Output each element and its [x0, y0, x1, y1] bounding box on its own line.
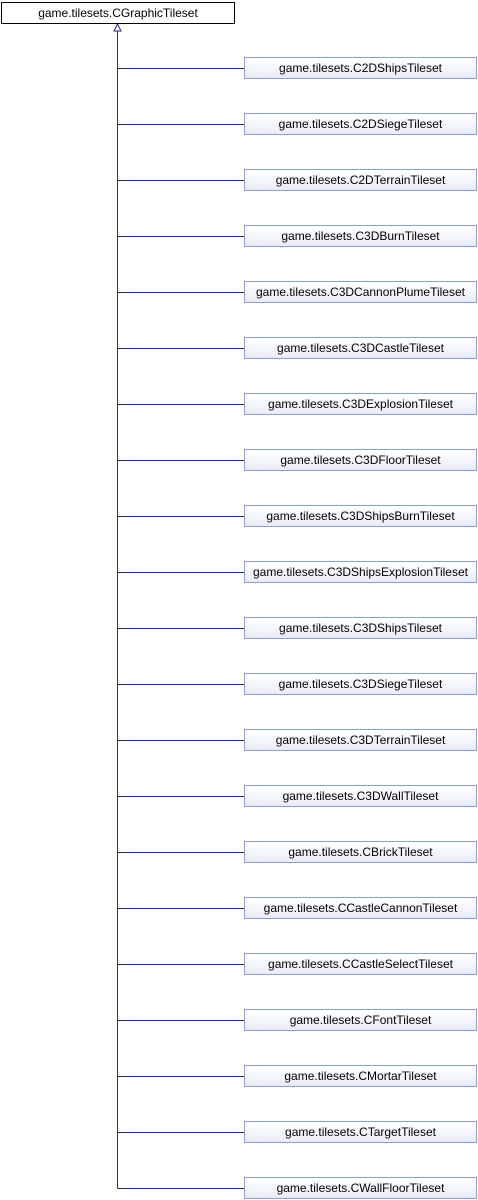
base-class-node[interactable]: game.tilesets.CGraphicTileset: [1, 2, 235, 24]
subclass-node[interactable]: game.tilesets.C3DShipsBurnTileset: [244, 505, 477, 527]
subclass-node[interactable]: game.tilesets.CTargetTileset: [244, 1121, 477, 1143]
subclass-node[interactable]: game.tilesets.C3DCastleTileset: [244, 337, 477, 359]
subclass-node[interactable]: game.tilesets.C2DTerrainTileset: [244, 169, 477, 191]
subclass-node[interactable]: game.tilesets.CCastleCannonTileset: [244, 897, 477, 919]
subclass-node[interactable]: game.tilesets.C3DShipsExplosionTileset: [244, 561, 477, 583]
subclass-node[interactable]: game.tilesets.C3DSiegeTileset: [244, 673, 477, 695]
subclass-node[interactable]: game.tilesets.C3DTerrainTileset: [244, 729, 477, 751]
subclass-node[interactable]: game.tilesets.C3DExplosionTileset: [244, 393, 477, 415]
subclass-node[interactable]: game.tilesets.C3DWallTileset: [244, 785, 477, 807]
subclass-node[interactable]: game.tilesets.C3DFloorTileset: [244, 449, 477, 471]
subclass-node[interactable]: game.tilesets.C3DCannonPlumeTileset: [244, 281, 477, 303]
subclass-node[interactable]: game.tilesets.CFontTileset: [244, 1009, 477, 1031]
subclass-node[interactable]: game.tilesets.CMortarTileset: [244, 1065, 477, 1087]
inheritance-arrowhead-icon: [113, 22, 122, 32]
subclass-node[interactable]: game.tilesets.C2DShipsTileset: [244, 57, 477, 79]
subclass-node[interactable]: game.tilesets.C3DBurnTileset: [244, 225, 477, 247]
subclass-node[interactable]: game.tilesets.CCastleSelectTileset: [244, 953, 477, 975]
subclass-node[interactable]: game.tilesets.CBrickTileset: [244, 841, 477, 863]
subclass-node[interactable]: game.tilesets.C2DSiegeTileset: [244, 113, 477, 135]
subclass-node[interactable]: game.tilesets.CWallFloorTileset: [244, 1177, 477, 1199]
subclass-node[interactable]: game.tilesets.C3DShipsTileset: [244, 617, 477, 639]
